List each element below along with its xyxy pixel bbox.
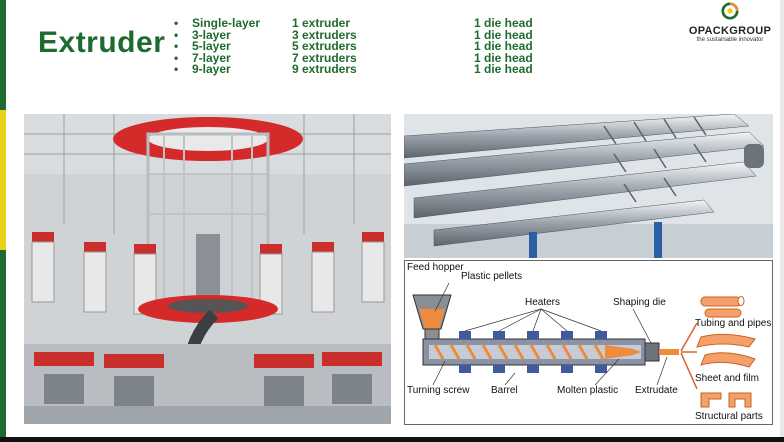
bullet: • [174,27,179,42]
spec-layers: 5-layer [192,39,231,53]
spec-extruders: 3 extruders [292,27,357,42]
extruder-screws-photo [404,114,773,258]
extruder-machine-photo [24,114,391,424]
left-accent-yellow [0,110,6,250]
spec-die: 1 die head [474,27,533,42]
spec-extruders: 9 extruders [292,62,357,76]
spec-die: 1 die head [474,50,533,65]
spec-row: • Single-layer 1 extruder 1 die head [174,16,554,30]
slide-title: Extruder [38,26,166,59]
spec-row: • 9-layer 9 extruders 1 die head [174,62,554,76]
logo-mark-icon [721,2,739,20]
bullet: • [174,39,179,53]
label-barrel: Barrel [491,385,518,396]
bullet: • [174,50,179,65]
spec-die: 1 die head [474,39,533,53]
spec-extruders: 1 extruder [292,16,351,30]
label-tubing-and-pipes: Tubing and pipes [695,318,772,329]
spec-die: 1 die head [474,62,533,76]
bullet: • [174,62,179,76]
extrusion-schematic [412,282,756,408]
brand-logo: OPACKGROUP the sustainable innovator [680,2,780,43]
label-plastic-pellets: Plastic pellets [461,271,523,282]
spec-list: • Single-layer 1 extruder 1 die head • 3… [174,16,554,76]
label-feed-hopper: Feed hopper [407,262,464,273]
bottom-edge [0,437,784,442]
spec-layers: 7-layer [192,50,231,65]
bullet: • [174,16,179,30]
spec-row: • 3-layer 3 extruders 1 die head [174,27,554,42]
label-molten-plastic: Molten plastic [557,385,619,396]
label-extrudate: Extrudate [635,385,678,396]
spec-row: • 7-layer 7 extruders 1 die head [174,50,554,65]
label-turning-screw: Turning screw [407,385,470,396]
spec-extruders: 5 extruders [292,39,357,53]
label-structural-parts: Structural parts [695,411,763,422]
spec-layers: Single-layer [192,16,261,30]
brand-name: OPACKGROUP [688,25,772,37]
spec-die: 1 die head [474,16,533,30]
spec-layers: 3-layer [192,27,231,42]
spec-row: • 5-layer 5 extruders 1 die head [174,39,554,53]
spec-layers: 9-layer [192,62,231,76]
label-sheet-and-film: Sheet and film [695,373,759,384]
extrusion-diagram: Feed hopper Plastic pellets Heaters Shap… [404,260,773,425]
label-shaping-die: Shaping die [613,297,666,308]
spec-extruders: 7 extruders [292,50,357,65]
label-heaters: Heaters [525,297,561,308]
right-scroll-edge [780,0,784,442]
brand-tagline: the sustainable innovator [696,37,764,43]
